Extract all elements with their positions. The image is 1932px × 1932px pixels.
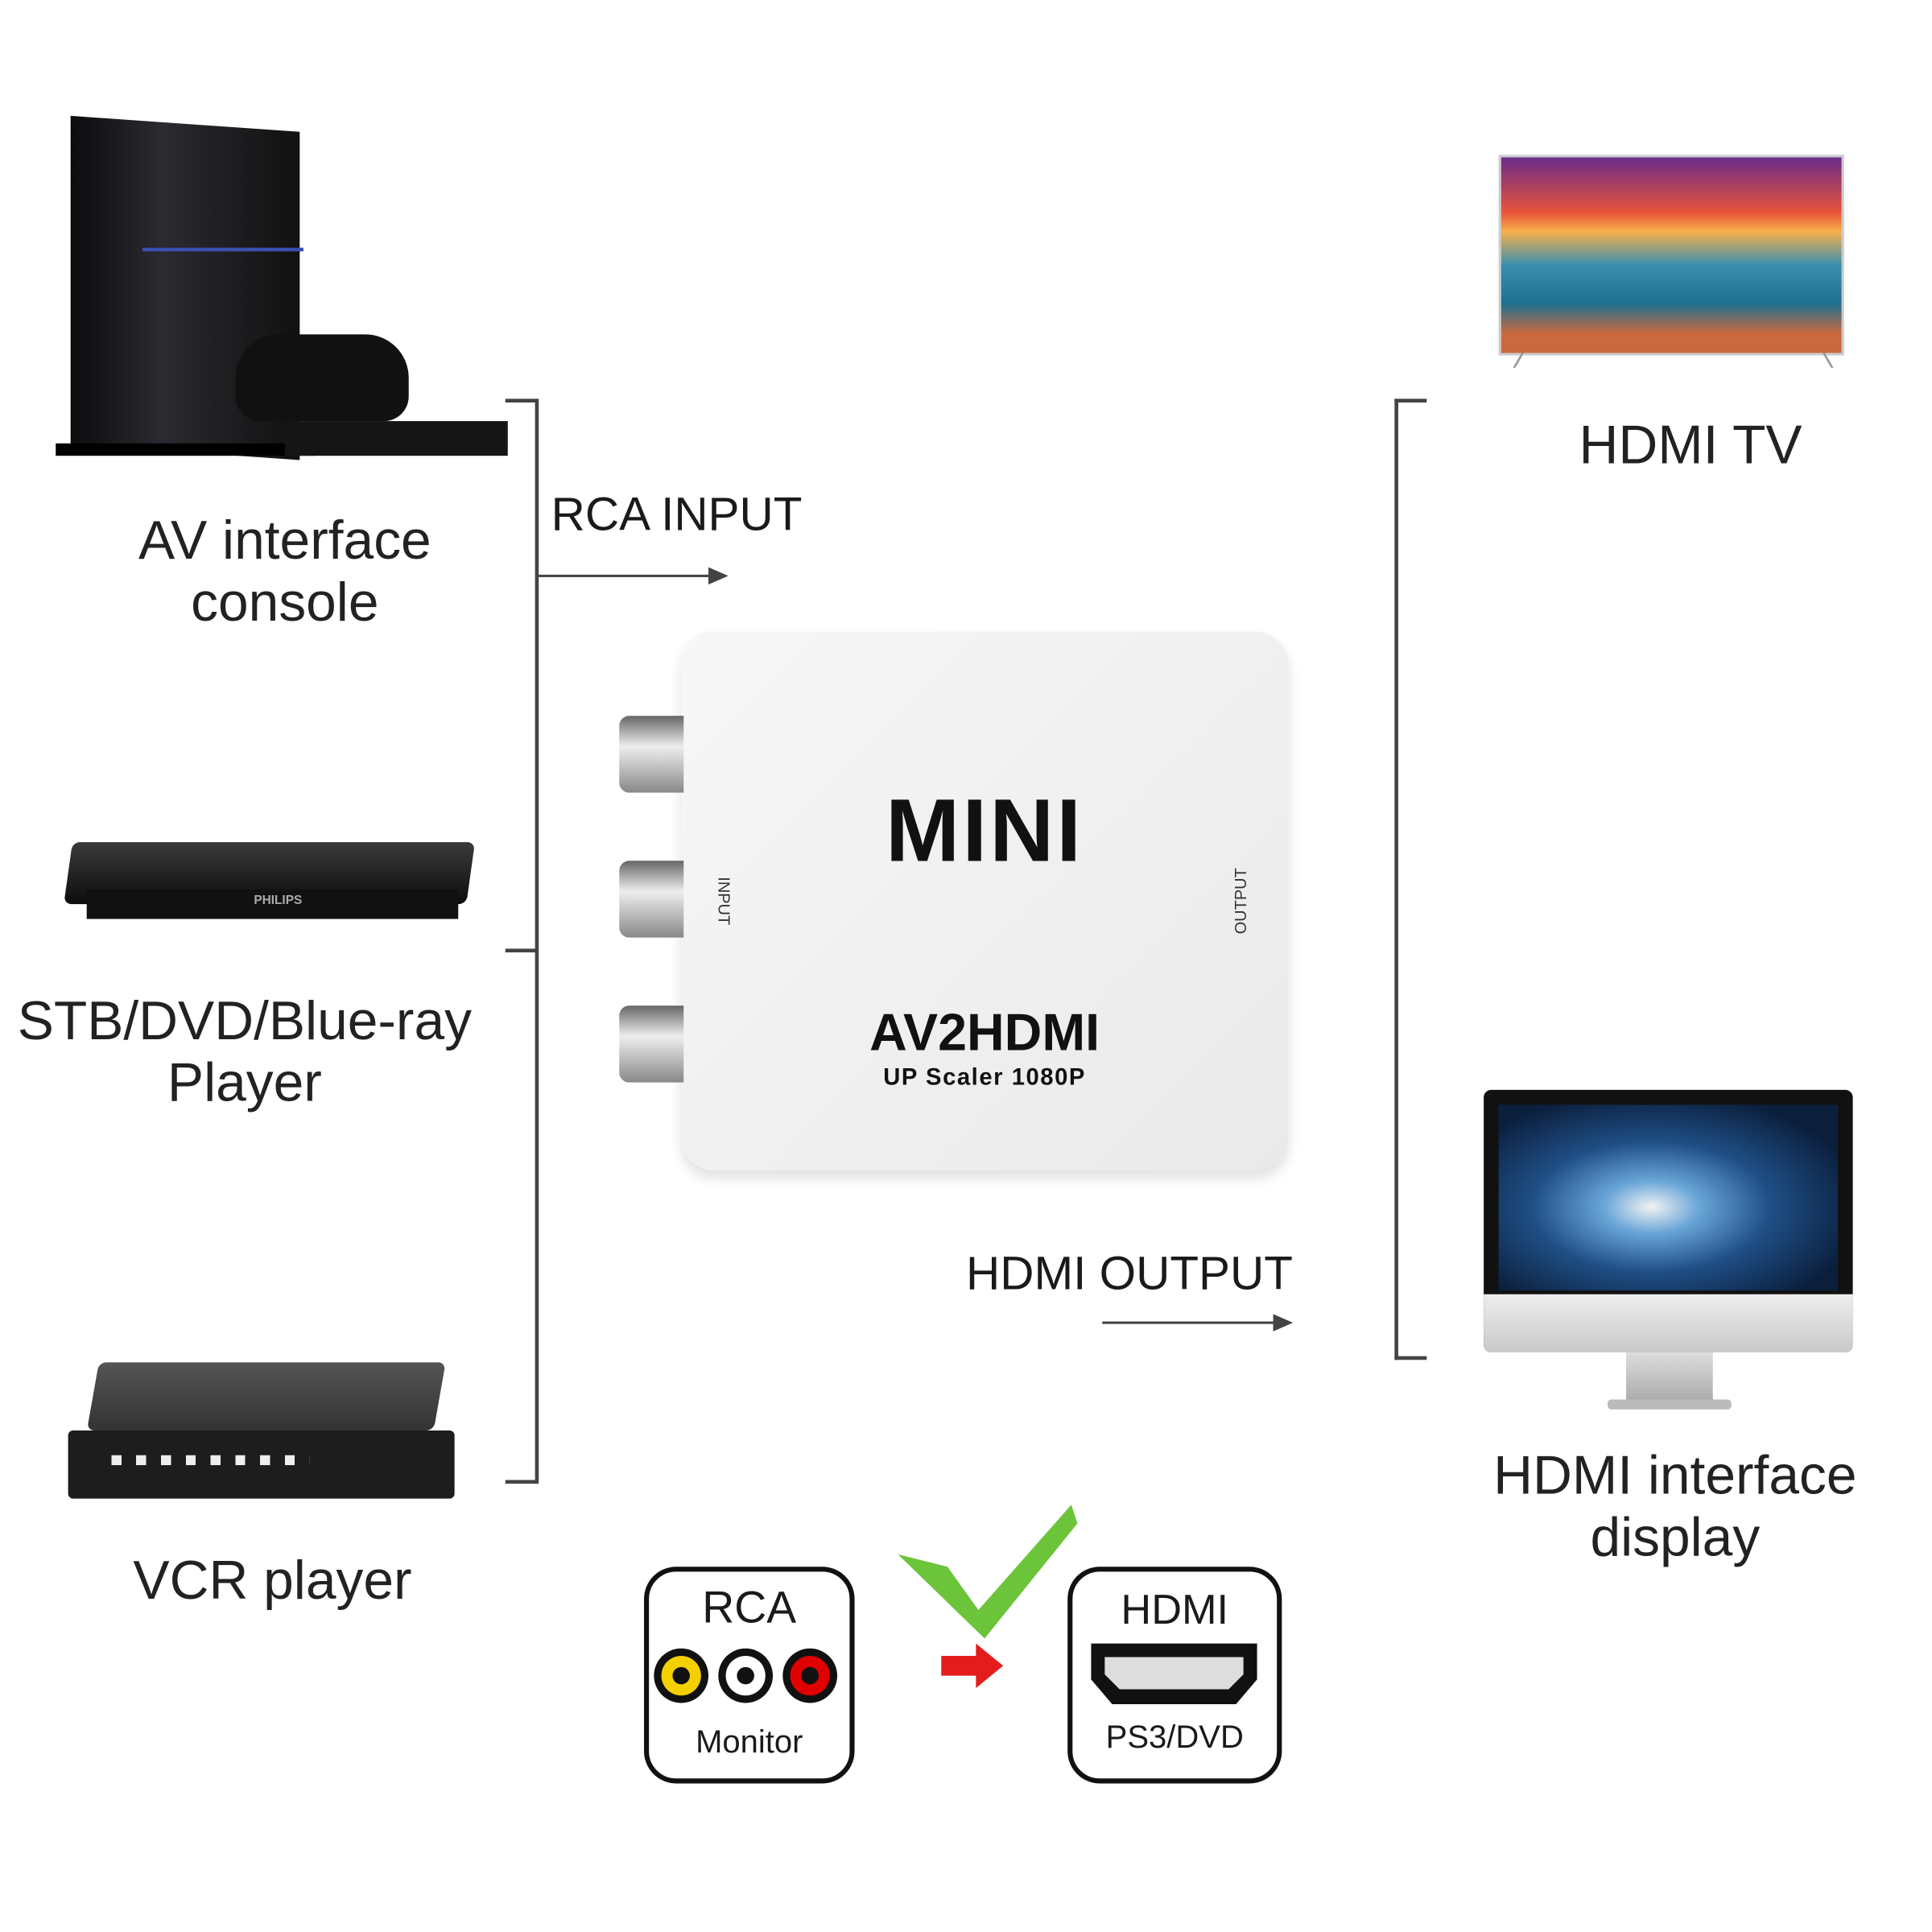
checkmark-icon — [898, 1505, 1078, 1639]
display-label-tv: HDMI TV — [1579, 415, 1802, 476]
vcr-icon — [68, 1362, 459, 1505]
rca-caption: Monitor — [696, 1723, 803, 1761]
arrowhead-icon — [708, 567, 729, 585]
source-label-console: AV interface console — [74, 510, 495, 634]
arrowhead-icon — [1273, 1314, 1294, 1331]
model-subtitle: UP Scaler 1080P — [883, 1065, 1086, 1092]
source-label-dvd: STB/DVD/Blue-ray Player — [0, 991, 489, 1115]
output-port-label: OUTPUT — [1231, 868, 1250, 935]
bracket-tick — [1394, 1356, 1427, 1360]
rca-white-jack-icon — [718, 1648, 774, 1703]
input-arrow — [537, 574, 712, 577]
hdmi-title: HDMI — [1121, 1586, 1229, 1634]
bracket-tick — [505, 398, 538, 403]
output-arrow — [1102, 1321, 1276, 1324]
display-bracket — [1394, 398, 1398, 1360]
red-arrow-icon — [941, 1643, 1004, 1688]
bracket-tick — [505, 1480, 538, 1484]
rca-yellow-jack-icon — [654, 1648, 709, 1703]
bracket-tick — [505, 948, 538, 953]
brand-mini: MINI — [886, 781, 1084, 881]
label-line: AV interface — [138, 510, 431, 572]
label-line: console — [191, 572, 379, 634]
label-line: HDMI interface — [1493, 1445, 1857, 1506]
source-bracket — [535, 398, 539, 1484]
hdmi-legend-card: HDMI PS3/DVD — [1067, 1567, 1282, 1784]
rca-jack-icon — [619, 861, 684, 938]
hdmi-caption: PS3/DVD — [1105, 1717, 1244, 1756]
rca-jack-icon — [619, 1005, 684, 1083]
bracket-tick — [1394, 398, 1427, 403]
dvd-player-icon: PHILIPS — [64, 830, 477, 941]
tv-icon — [1498, 155, 1844, 368]
display-label-monitor: HDMI interface display — [1474, 1445, 1876, 1569]
label-line: STB/DVD/Blue-ray — [17, 990, 472, 1052]
brand-text: PHILIPS — [254, 894, 303, 908]
label-line: display — [1590, 1507, 1761, 1568]
monitor-icon — [1484, 1089, 1853, 1412]
rca-input-label: RCA INPUT — [551, 489, 803, 542]
source-label-vcr: VCR player — [133, 1550, 412, 1612]
hdmi-port-icon — [1091, 1643, 1257, 1704]
rca-legend-card: RCA Monitor — [644, 1567, 855, 1784]
rca-title: RCA — [702, 1581, 797, 1633]
input-port-label: INPUT — [714, 877, 733, 926]
rca-jack-icon — [619, 716, 684, 793]
rca-red-jack-icon — [782, 1648, 838, 1703]
hdmi-output-label: HDMI OUTPUT — [966, 1248, 1294, 1301]
game-console-icon — [56, 115, 514, 464]
converter-device: MINI AV2HDMI UP Scaler 1080P INPUT OUTPU… — [681, 631, 1289, 1170]
model-name: AV2HDMI — [869, 1003, 1100, 1062]
label-line: Player — [167, 1052, 322, 1114]
